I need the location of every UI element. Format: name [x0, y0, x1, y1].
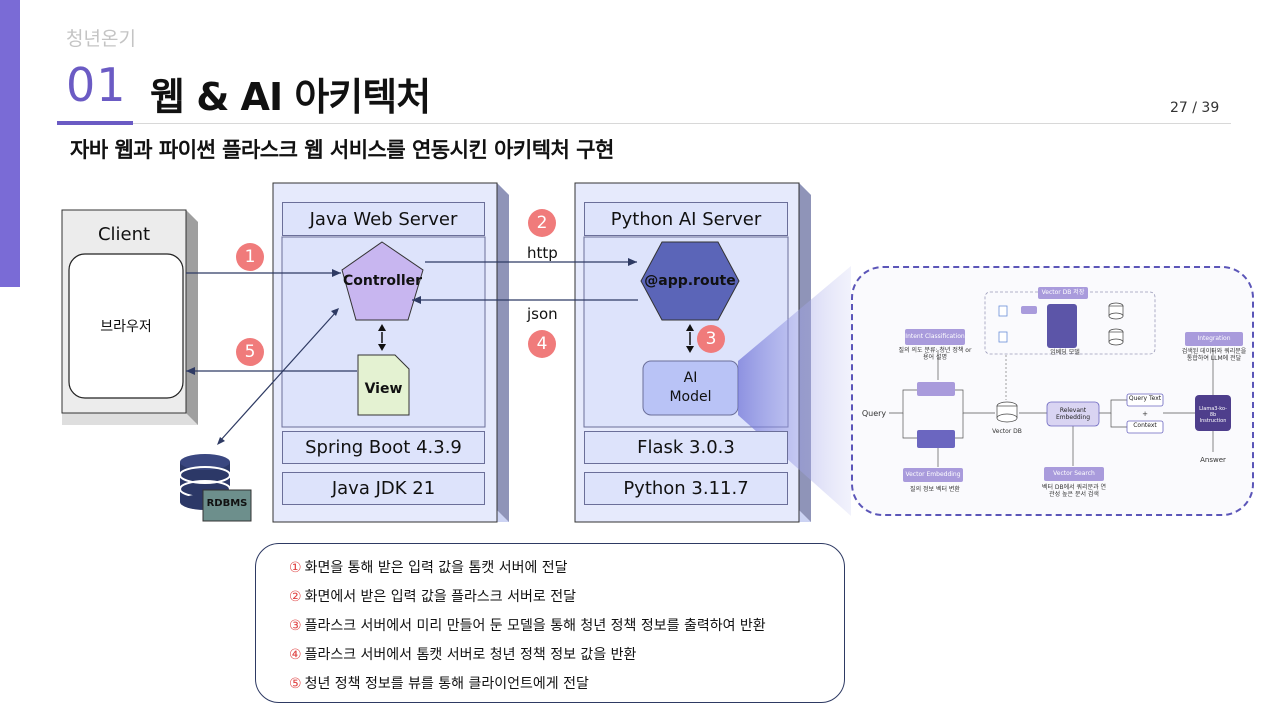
- section-number: 01: [66, 58, 127, 112]
- page-title: 웹 & AI 아키텍처: [150, 75, 431, 119]
- rag-pipeline-diagram: +: [889, 291, 1231, 467]
- legend-item-num: ②: [289, 589, 302, 605]
- ai-model-label-line1: AI: [683, 370, 698, 386]
- view-label: View: [364, 381, 403, 397]
- projection-beam: [738, 266, 851, 516]
- legend-item-text: 플라스크 서버에서 톰캣 서버로 청년 정책 정보 값을 반환: [304, 647, 637, 663]
- rag-vector-search-desc: 벡터 DB에서 쿼리문과 연관성 높은 문서 검색: [1041, 484, 1107, 498]
- database-icon: [179, 454, 252, 522]
- browser-label: 브라우저: [100, 319, 152, 335]
- rag-embedding-model-label: 임베딩 모델: [1050, 349, 1080, 356]
- rag-vector-search-tag: Vector Search: [1044, 467, 1104, 481]
- rag-intent-desc: 질의 의도 분류: 청년 정책 or 용어 설명: [898, 347, 972, 361]
- client-title: Client: [97, 224, 151, 245]
- rag-vector-embedding-tag: Vector Embedding: [903, 468, 963, 482]
- java-server-title: Java Web Server: [282, 202, 485, 236]
- rag-relevant-embedding-label: Relevant Embedding: [1055, 407, 1091, 421]
- page-subtitle: 자바 웹과 파이썬 플라스크 웹 서비스를 연동시킨 아키텍처 구현: [70, 138, 614, 162]
- legend-item-num: ⑤: [289, 676, 302, 692]
- rag-context-label: Context: [1133, 422, 1157, 429]
- rag-vector-embedding-desc: 질의 정보 벡터 변환: [910, 486, 960, 493]
- rag-vector-db-store-tag: Vector DB 저장: [1038, 287, 1088, 299]
- rag-vector-db-label: Vector DB: [992, 428, 1022, 435]
- rag-query-text-label: Query Text: [1128, 395, 1162, 402]
- rag-integration-tag: Integration: [1185, 332, 1243, 346]
- rag-integration-desc: 검색된 데이터와 쿼리문을 통합하여 LLM에 전달: [1181, 348, 1247, 362]
- legend-item-text: 화면에서 받은 입력 값을 플라스크 서버로 전달: [304, 589, 576, 605]
- legend-item-text: 화면을 통해 받은 입력 값을 톰캣 서버에 전달: [304, 560, 568, 576]
- rag-query-label: Query: [861, 409, 887, 418]
- rdbms-label: RDBMS: [206, 498, 248, 509]
- spring-boot-label: Spring Boot 4.3.9: [282, 431, 485, 464]
- svg-text:+: +: [1142, 410, 1148, 418]
- step-5-badge: 5: [236, 338, 264, 366]
- java-jdk-label: Java JDK 21: [282, 472, 485, 505]
- arrow-route-model: [686, 324, 694, 353]
- legend-item-num: ①: [289, 560, 302, 576]
- controller-node: [341, 241, 424, 321]
- app-route-node: [640, 241, 740, 321]
- app-route-label: @app.route: [644, 273, 736, 289]
- rag-llm-model-label: Llama3-ko-8b Instruction: [1199, 406, 1227, 424]
- legend-item-text: 청년 정책 정보를 뷰를 통해 클라이언트에게 전달: [304, 676, 589, 692]
- python-server-title: Python AI Server: [584, 202, 788, 236]
- section-underline: [57, 121, 133, 125]
- arrow-controller-view: [378, 324, 386, 351]
- accent-bar: [0, 0, 20, 287]
- header-divider: [133, 123, 1231, 124]
- view-node: [357, 354, 410, 416]
- brand-name: 청년온기: [66, 28, 136, 50]
- step-3-badge: 3: [697, 325, 725, 353]
- controller-label: Controller: [342, 273, 423, 289]
- rag-answer-label: Answer: [1200, 456, 1226, 464]
- legend-item-text: 플라스크 서버에서 미리 만들어 둔 모델을 통해 청년 정책 정보를 출력하여…: [304, 618, 766, 634]
- legend-item-num: ③: [289, 618, 302, 634]
- step-4-badge: 4: [528, 330, 556, 358]
- http-label: http: [527, 244, 558, 262]
- python-version-label: Python 3.11.7: [584, 472, 788, 505]
- json-label: json: [527, 305, 558, 323]
- page-indicator: 27 / 39: [1170, 100, 1220, 116]
- flask-label: Flask 3.0.3: [584, 431, 788, 464]
- legend-item-num: ④: [289, 647, 302, 663]
- rag-intent-tag: Intent Classification: [905, 329, 965, 345]
- ai-model-label-line2: Model: [669, 389, 712, 405]
- step-2-badge: 2: [528, 209, 556, 237]
- arrow-controller-database: [217, 308, 339, 445]
- step-1-badge: 1: [236, 243, 264, 271]
